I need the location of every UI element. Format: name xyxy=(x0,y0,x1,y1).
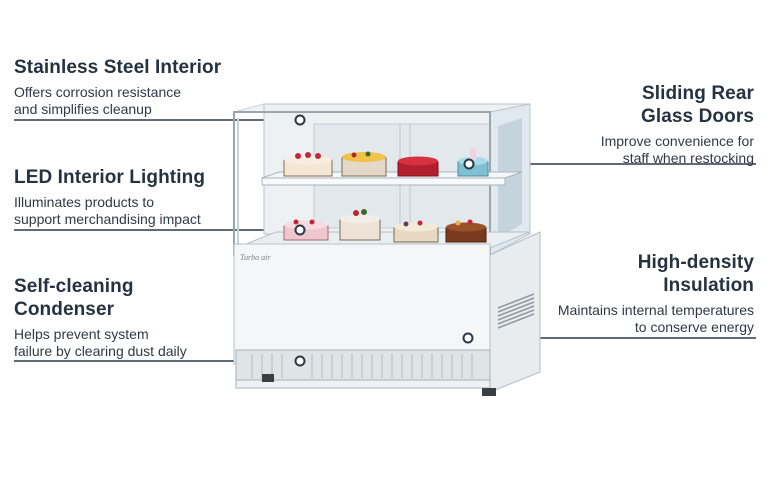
callout-title: Stainless Steel Interior xyxy=(14,57,222,78)
callout-title: Sliding Rear Glass Doors xyxy=(640,83,754,127)
callout-title: High-density Insulation xyxy=(637,252,754,296)
callout-self-cleaning-condenser: Self-cleaning Condenser Helps prevent sy… xyxy=(14,276,187,361)
callout-description: Illuminates products to support merchand… xyxy=(14,193,201,228)
callout-sliding-rear-glass-doors: Sliding Rear Glass Doors Improve conveni… xyxy=(601,83,754,168)
callout-dot-led xyxy=(294,224,306,236)
callout-description: Helps prevent system failure by clearing… xyxy=(14,325,187,360)
callout-description: Offers corrosion resistance and simplifi… xyxy=(14,83,182,118)
callout-stainless-steel-interior: Stainless Steel Interior Offers corrosio… xyxy=(14,57,221,119)
callout-dot-doors xyxy=(463,158,475,170)
callout-description: Improve convenience for staff when resto… xyxy=(600,132,754,167)
cabinet-base xyxy=(233,231,541,396)
callout-dot-stainless xyxy=(294,114,306,126)
callout-dot-condenser xyxy=(294,355,306,367)
brand-badge: Turbo air xyxy=(240,253,271,262)
callout-led-interior-lighting: LED Interior Lighting Illuminates produc… xyxy=(14,167,205,229)
callout-dot-insulation xyxy=(462,332,474,344)
callout-title: LED Interior Lighting xyxy=(14,167,206,188)
callout-description: Maintains internal temperatures to conse… xyxy=(557,301,754,336)
cakes-upper xyxy=(283,148,489,177)
callout-dots xyxy=(294,114,475,367)
callout-high-density-insulation: High-density Insulation Maintains intern… xyxy=(558,252,754,337)
callout-title: Self-cleaning Condenser xyxy=(14,276,134,320)
